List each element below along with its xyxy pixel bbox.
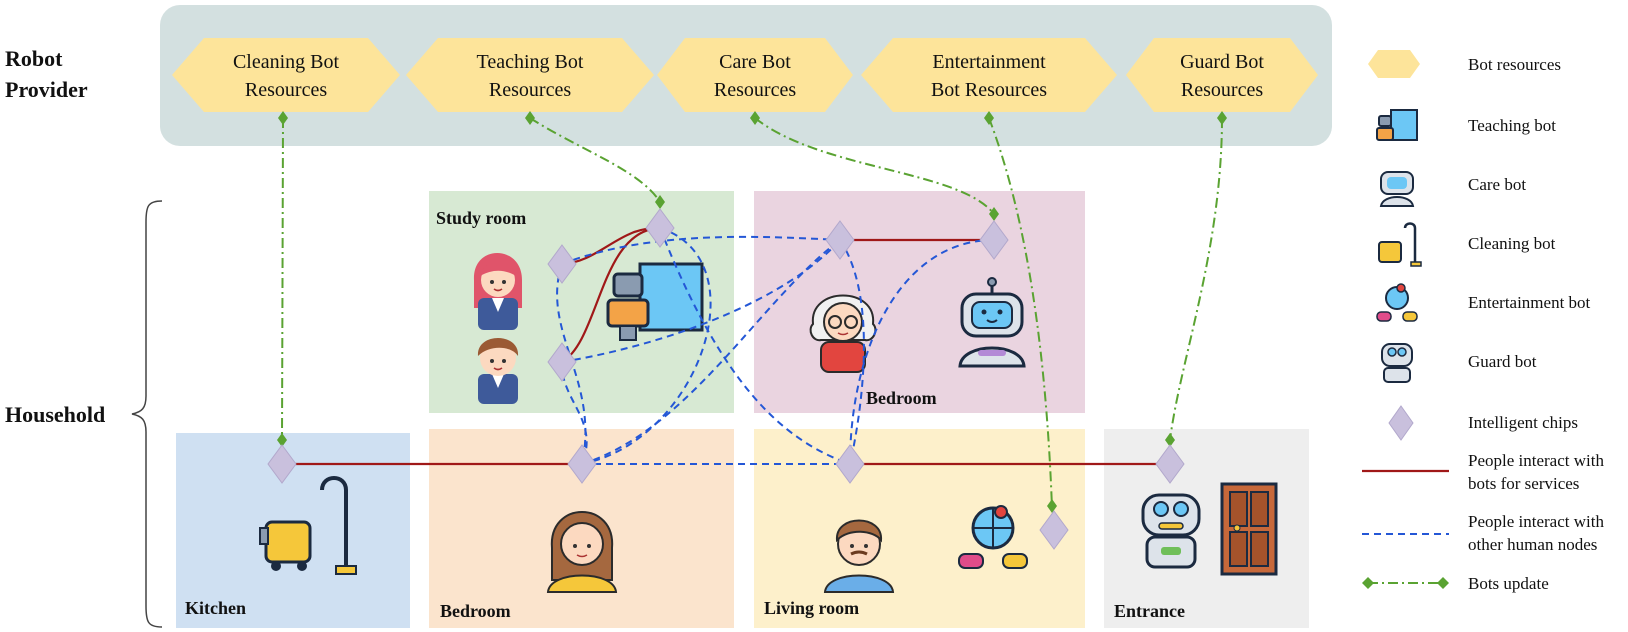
- legend-bot-resources: Bot resources: [1468, 55, 1561, 74]
- resource-entertainment-line1: Entertainment: [932, 51, 1046, 73]
- room-kitchen-label: Kitchen: [185, 598, 246, 618]
- boy-student-icon: [477, 338, 519, 404]
- household-brace: [131, 200, 163, 628]
- legend-guard: Guard bot: [1468, 352, 1537, 371]
- resource-teaching-line1: Teaching Bot: [477, 51, 584, 73]
- legend-cleaning: Cleaning bot: [1468, 234, 1556, 253]
- legend-teaching: Teaching bot: [1468, 116, 1556, 135]
- door-icon: [1220, 482, 1278, 576]
- provider-label-line1: Robot: [5, 46, 63, 71]
- resource-care: Care Bot Resources: [657, 38, 853, 112]
- grandmother-icon: [809, 294, 877, 373]
- girl-student-icon: [473, 253, 522, 330]
- legend-entertainment-bot-icon: [1376, 283, 1418, 322]
- legend: Bot resources Teaching bot Care bot Clea…: [1362, 50, 1604, 593]
- legend-care: Care bot: [1468, 175, 1526, 194]
- man-icon: [823, 519, 895, 593]
- resource-care-line2: Resources: [714, 79, 796, 101]
- legend-chips: Intelligent chips: [1468, 413, 1578, 432]
- legend-people-bots-2: bots for services: [1468, 474, 1579, 493]
- room-living: [754, 429, 1085, 628]
- household-label: Household: [5, 402, 105, 427]
- room-bedroom-top: [754, 191, 1085, 413]
- resource-guard-line1: Guard Bot: [1180, 51, 1264, 73]
- resource-guard-line2: Resources: [1181, 79, 1263, 101]
- resource-entertainment-line2: Bot Resources: [931, 79, 1047, 101]
- service-line-boy-teaching: [561, 226, 661, 363]
- resource-cleaning-line1: Cleaning Bot: [233, 51, 340, 73]
- room-entrance-label: Entrance: [1114, 601, 1185, 621]
- resource-teaching: Teaching Bot Resources: [406, 38, 654, 112]
- legend-care-bot-icon: [1379, 171, 1415, 207]
- service-lines: [282, 226, 1170, 466]
- legend-people-bots-1: People interact with: [1468, 451, 1604, 470]
- care-bot-icon: [958, 277, 1026, 368]
- provider-label-line2: Provider: [5, 77, 88, 102]
- legend-chip-icon: [1388, 405, 1414, 441]
- entertainment-bot-icon: [958, 505, 1028, 569]
- resource-entertainment: Entertainment Bot Resources: [861, 38, 1117, 112]
- legend-people-people-2: other human nodes: [1468, 535, 1597, 554]
- legend-entertainment: Entertainment bot: [1468, 293, 1591, 312]
- room-study-label: Study room: [436, 208, 526, 228]
- update-markers: [277, 111, 1227, 513]
- legend-guard-bot-icon: [1381, 343, 1413, 383]
- legend-teaching-bot-icon: [1376, 109, 1418, 141]
- legend-update: Bots update: [1468, 574, 1549, 593]
- room-bedroom-top-label: Bedroom: [866, 388, 937, 408]
- room-entrance: [1104, 429, 1309, 628]
- resource-guard: Guard Bot Resources: [1126, 38, 1318, 112]
- guard-bot-icon: [1141, 493, 1201, 569]
- vacuum-cleaner-icon: [259, 476, 357, 575]
- woman-icon: [546, 511, 618, 593]
- update-lines: [281, 117, 1223, 509]
- legend-hexagon-icon: [1368, 50, 1420, 78]
- room-bedroom-bottom-label: Bedroom: [440, 601, 511, 621]
- legend-cleaning-bot-icon: [1378, 222, 1422, 267]
- resource-care-line1: Care Bot: [719, 51, 791, 73]
- legend-update-marker-left: [1362, 577, 1374, 589]
- resource-cleaning-line2: Resources: [245, 79, 327, 101]
- teaching-bot-icon: [606, 262, 704, 341]
- legend-update-marker-right: [1437, 577, 1449, 589]
- resource-teaching-line2: Resources: [489, 79, 571, 101]
- resource-cleaning: Cleaning Bot Resources: [172, 38, 400, 112]
- legend-people-people-1: People interact with: [1468, 512, 1604, 531]
- room-living-label: Living room: [764, 598, 859, 618]
